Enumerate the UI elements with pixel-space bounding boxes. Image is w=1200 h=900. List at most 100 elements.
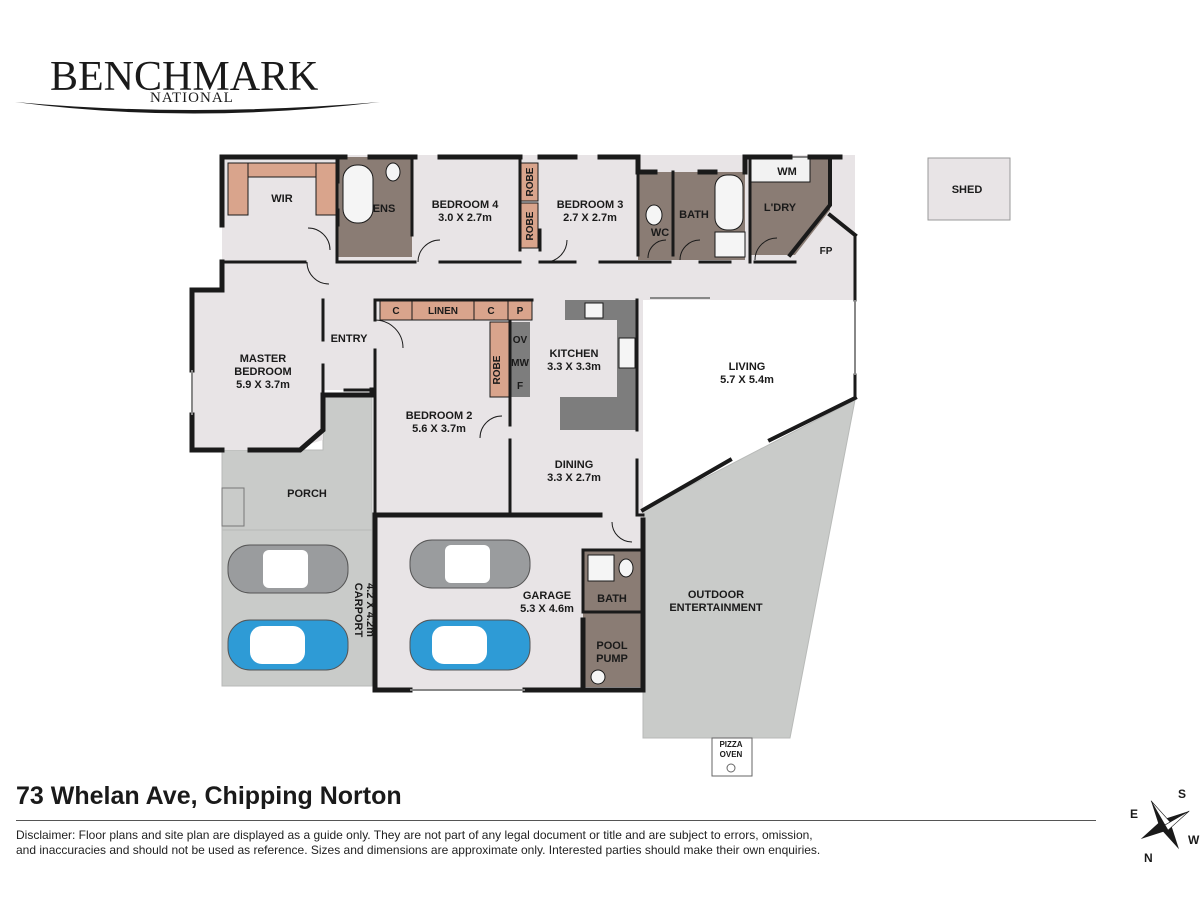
- car-grey-garage: [409, 539, 531, 589]
- fridge-label: F: [517, 381, 523, 392]
- disclaimer: Disclaimer: Floor plans and site plan ar…: [16, 828, 916, 858]
- car-grey-carport: [227, 544, 349, 594]
- bath-label: BATH: [679, 209, 709, 221]
- door-swing-wc: [647, 239, 667, 259]
- door-swing-bed4: [417, 239, 441, 263]
- pizza-line2: OVEN: [720, 750, 743, 759]
- microwave-label: MW: [511, 358, 529, 369]
- cupboard-c1-label: C: [392, 306, 399, 317]
- logo-sub-text: NATIONAL: [150, 90, 234, 106]
- disclaimer-line-1: Disclaimer: Floor plans and site plan ar…: [16, 828, 813, 842]
- entry-walls: [321, 298, 534, 517]
- pizza-oven-opening: [726, 763, 736, 773]
- ens-label: ENS: [373, 203, 396, 215]
- wc-toilet: [645, 204, 663, 226]
- oven-label: OV: [513, 335, 528, 346]
- garage-name: GARAGE: [523, 590, 571, 602]
- kitchen-sink: [618, 337, 636, 369]
- shed-label: SHED: [952, 184, 983, 196]
- appliance-column: [510, 322, 530, 397]
- bath-shower: [714, 231, 746, 258]
- shed: [927, 157, 1011, 221]
- bedroom2-name: BEDROOM 2: [406, 410, 473, 422]
- footer-divider: [16, 820, 1096, 821]
- outdoor-line1: OUTDOOR: [688, 589, 744, 601]
- porch-label: PORCH: [287, 488, 327, 500]
- living-size: 5.7 X 5.4m: [720, 374, 774, 386]
- compass-e: E: [1130, 807, 1138, 821]
- kitchen-dining-wall: [635, 298, 645, 517]
- pantry-label: P: [517, 306, 524, 317]
- ens-toilet: [385, 162, 401, 182]
- wm-bench: [749, 156, 811, 183]
- car-blue-carport: [227, 619, 349, 671]
- door-swing-bed3: [544, 239, 568, 263]
- door-swing-garage: [611, 521, 633, 543]
- door-swings: [306, 227, 778, 543]
- door-swing-bath: [679, 239, 701, 261]
- pool-pump-unit: [590, 669, 606, 685]
- walls: [189, 154, 858, 693]
- wm-label: WM: [777, 166, 797, 178]
- living-name: LIVING: [729, 361, 766, 373]
- bedroom4-size: 3.0 X 2.7m: [438, 212, 492, 224]
- living-outdoor-wall: [640, 395, 858, 513]
- porch-steps: [221, 487, 245, 527]
- bedroom3-size: 2.7 X 2.7m: [563, 212, 617, 224]
- wir-left-robe: [227, 162, 249, 216]
- exterior-wall-west-wir: [189, 154, 375, 453]
- garage-bath-wall: [581, 548, 645, 614]
- bedroom3-name: BEDROOM 3: [557, 199, 624, 211]
- wir-right-robe: [315, 162, 337, 216]
- logo-main-text: BENCHMARK: [50, 54, 318, 100]
- pool-pump-line1: POOL: [596, 640, 627, 652]
- bath-bathtub: [714, 174, 744, 231]
- dining-name: DINING: [555, 459, 594, 471]
- cupboard-c2-label: C: [487, 306, 494, 317]
- benchmark-national-logo: BENCHMARK NATIONAL: [15, 54, 380, 114]
- master-name2: BEDROOM: [234, 366, 291, 378]
- windows: [191, 297, 856, 691]
- garage-bath-label: BATH: [597, 593, 627, 605]
- ens-bathtub: [342, 164, 374, 224]
- joinery: [227, 162, 539, 398]
- bedroom4-name: BEDROOM 4: [432, 199, 500, 211]
- car-blue-garage: [409, 619, 531, 671]
- pizza-oven: [711, 737, 753, 777]
- pool-pump-line2: PUMP: [596, 653, 628, 665]
- door-swing-master: [306, 261, 330, 285]
- exterior-wall-north: [219, 154, 843, 175]
- wc-label: WC: [651, 227, 669, 239]
- fp-label: FP: [820, 246, 833, 257]
- robe-top1-label: ROBE: [525, 167, 536, 196]
- compass-n: N: [1144, 851, 1153, 865]
- garage-shower: [587, 554, 615, 582]
- master-name1: MASTER: [240, 353, 287, 365]
- disclaimer-line-2: and inaccuracies and should not be used …: [16, 843, 821, 857]
- carport-name: CARPORT: [352, 583, 364, 638]
- carport-size: 4.2 X 4.2m: [364, 583, 376, 637]
- fixtures: [342, 162, 746, 685]
- laundry-fp-wall: [787, 155, 858, 258]
- compass-w: W: [1188, 833, 1200, 847]
- door-swing-bed2: [479, 415, 503, 439]
- cars: [227, 539, 531, 671]
- kitchen-size: 3.3 X 3.3m: [547, 361, 601, 373]
- wir-label: WIR: [271, 193, 292, 205]
- dining-size: 3.3 X 2.7m: [547, 472, 601, 484]
- interior-walls: [220, 155, 797, 264]
- kitchen-benches: [510, 156, 811, 430]
- logo-swoosh: [15, 102, 380, 114]
- door-swing-entry: [374, 319, 404, 349]
- garage-toilet: [618, 558, 634, 578]
- entry-label: ENTRY: [331, 333, 369, 345]
- master-size: 5.9 X 3.7m: [236, 379, 290, 391]
- outdoor-paving: [642, 399, 856, 739]
- bedroom2-size: 5.6 X 3.7m: [412, 423, 466, 435]
- pizza-line1: PIZZA: [719, 740, 742, 749]
- outdoor-line2: ENTERTAINMENT: [669, 602, 763, 614]
- door-swing-wir: [307, 227, 331, 251]
- compass-icon: S W N E: [1130, 787, 1200, 865]
- laundry-label: L'DRY: [764, 202, 797, 214]
